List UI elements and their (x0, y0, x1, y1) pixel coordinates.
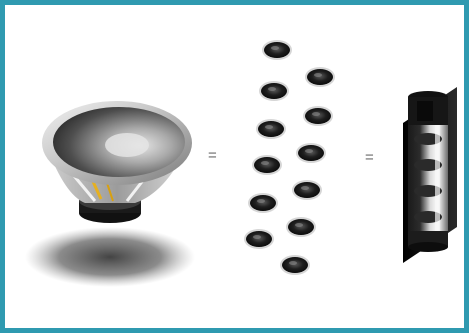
driver-icon (252, 155, 282, 175)
driver-icon (303, 106, 333, 126)
driver-icon (292, 180, 322, 200)
speaker-equivalence-illustration (5, 5, 464, 328)
column-speaker-icon (403, 87, 457, 263)
driver-icon (305, 67, 335, 87)
woofer-speaker-icon (42, 101, 192, 223)
driver-icon (286, 217, 316, 237)
driver-icon (248, 193, 278, 213)
woofer-shadow (25, 227, 195, 287)
driver-icon (296, 143, 326, 163)
driver-icon (259, 81, 289, 101)
driver-icon (262, 40, 292, 60)
equals-sign: = (365, 150, 374, 165)
driver-icon (280, 255, 310, 275)
driver-icon (244, 229, 274, 249)
equals-sign: = (208, 148, 217, 163)
driver-icon (256, 119, 286, 139)
small-drivers-group (244, 40, 335, 275)
illustration-canvas: = = (5, 5, 464, 328)
